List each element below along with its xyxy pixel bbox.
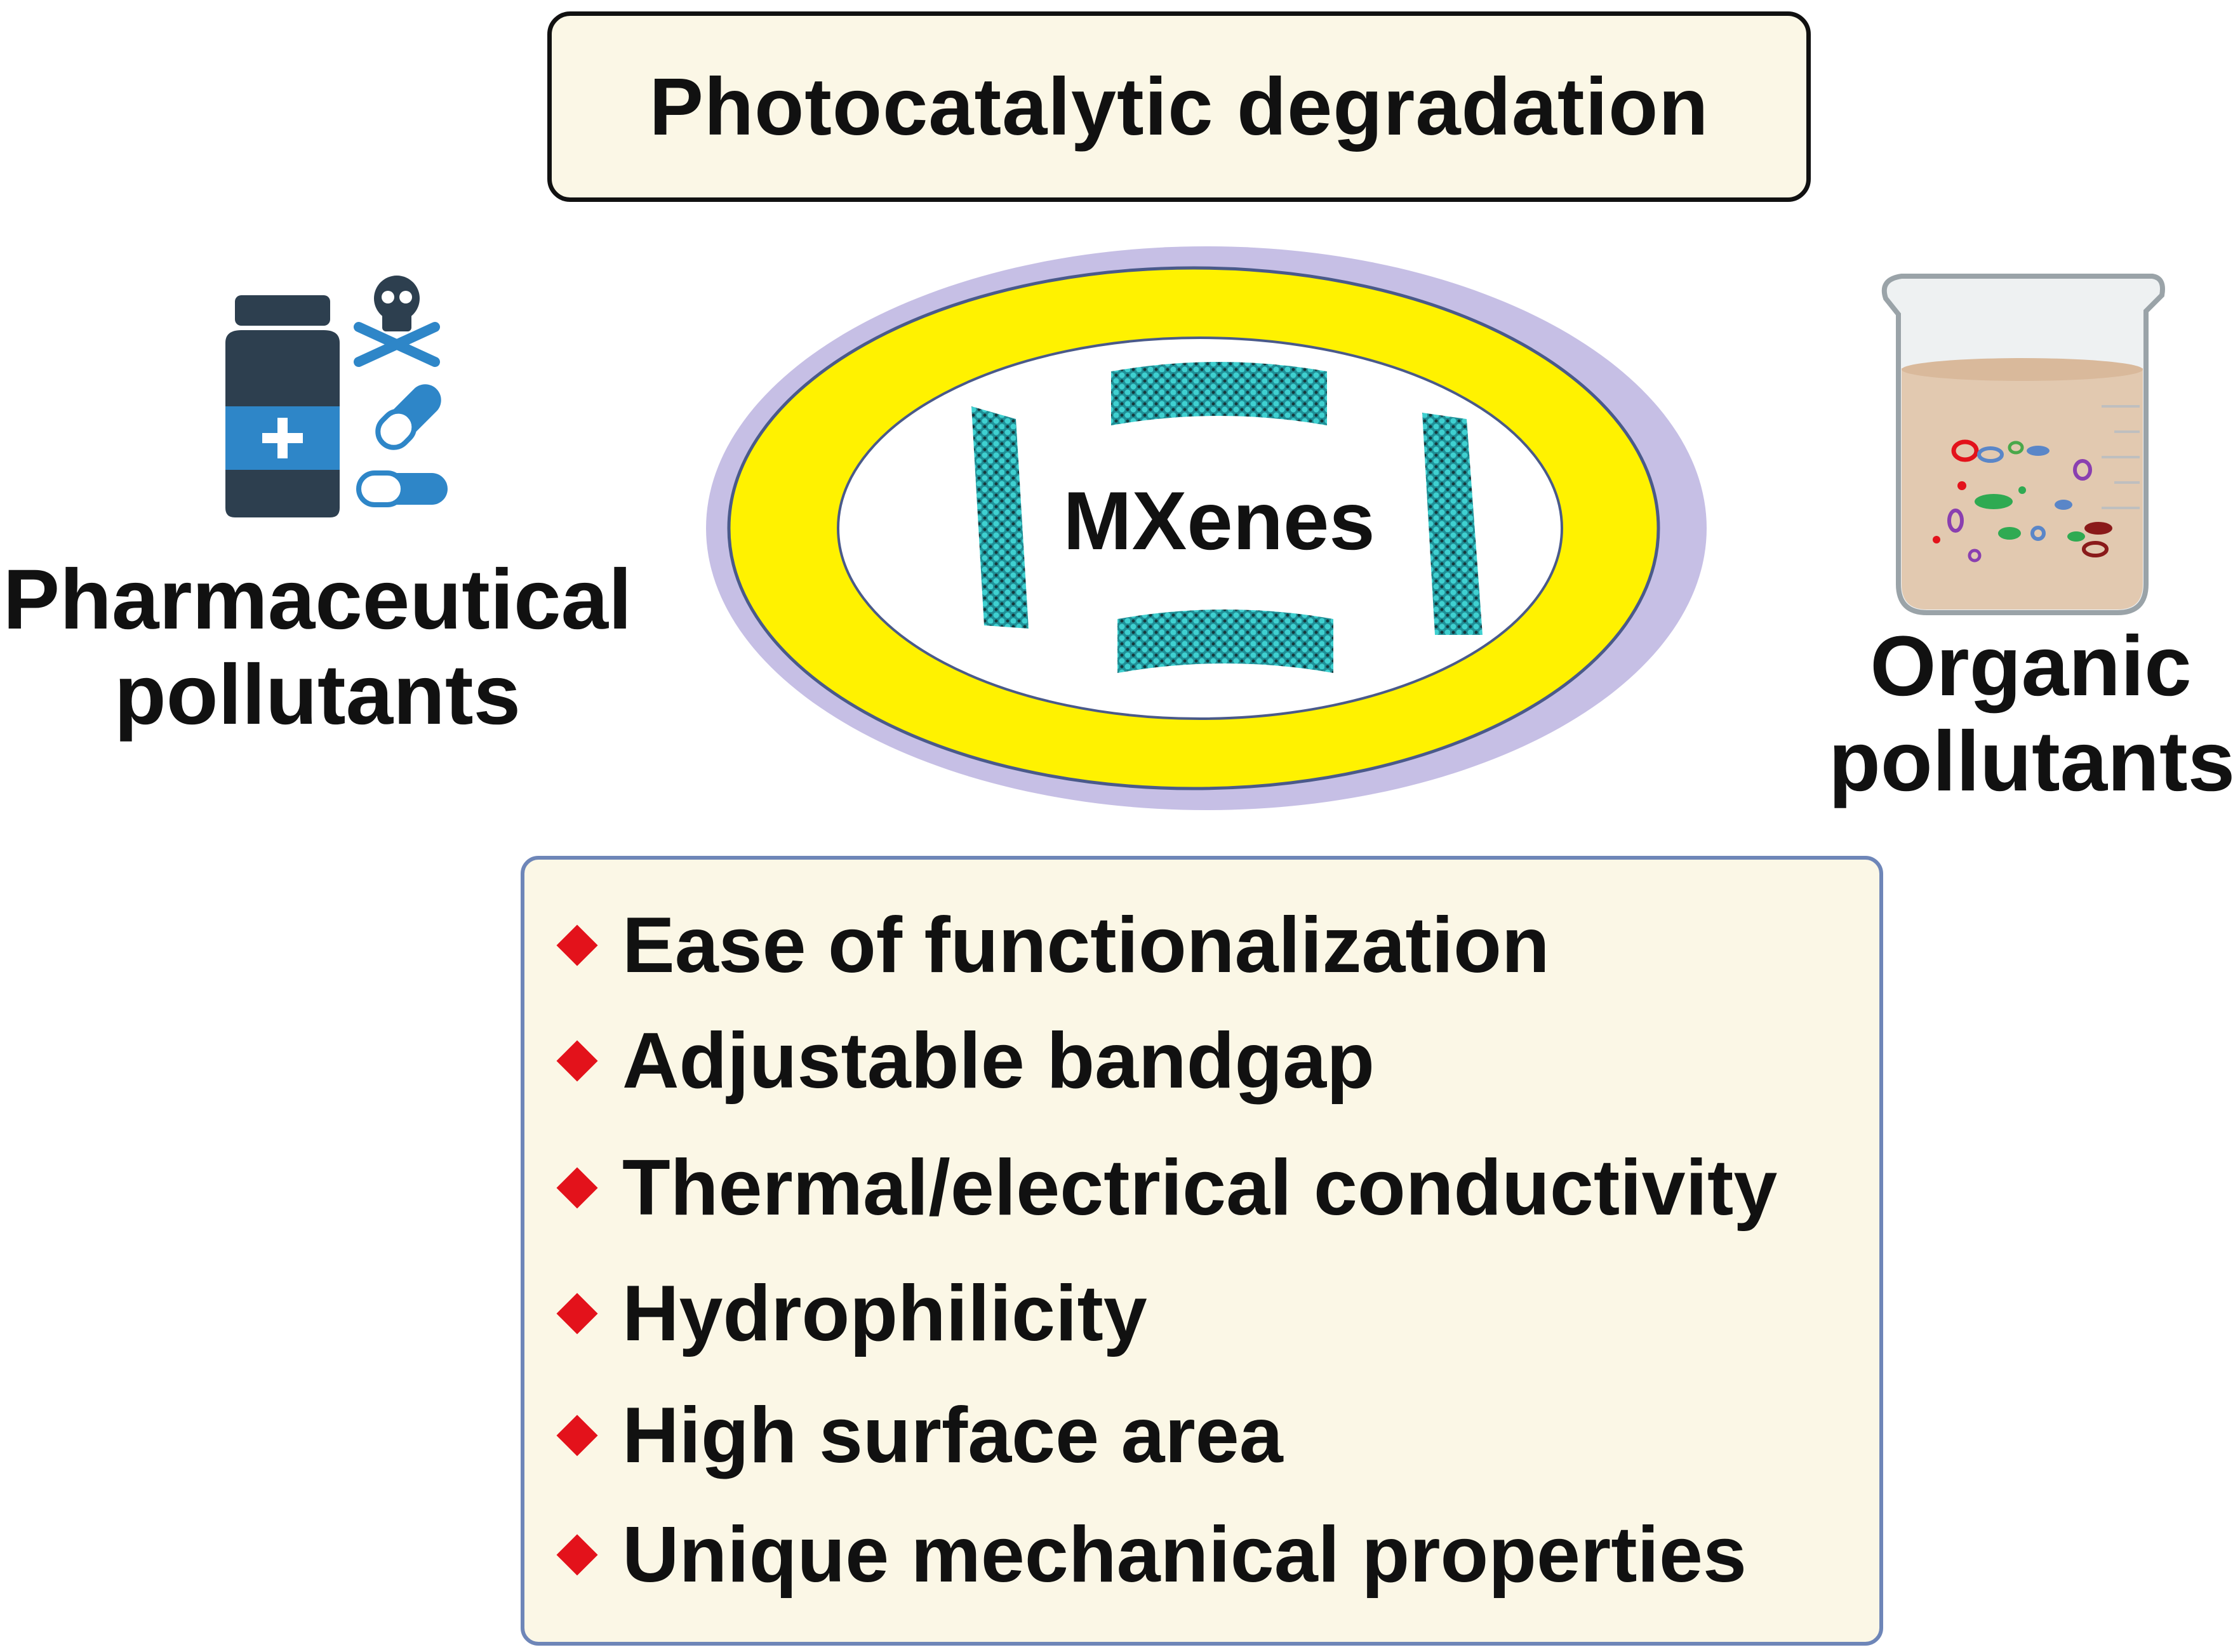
- property-item: Thermal/electrical conductivity: [556, 1134, 1778, 1242]
- property-text: Adjustable bandgap: [622, 1017, 1375, 1105]
- pill-capsule-icon: [356, 384, 448, 507]
- properties-box: Ease of functionalization Adjustable ban…: [521, 856, 1883, 1646]
- property-text: High surface area: [622, 1392, 1283, 1479]
- diagram-title: Photocatalytic degradation: [649, 61, 1709, 152]
- bullet-diamond-icon: [556, 1534, 598, 1576]
- property-text: Thermal/electrical conductivity: [622, 1144, 1778, 1232]
- mxenes-label: MXenes: [1063, 474, 1375, 567]
- property-item: Adjustable bandgap: [556, 1007, 1375, 1115]
- bullet-diamond-icon: [556, 924, 598, 966]
- medicine-bottle-icon: [225, 295, 340, 517]
- bullet-diamond-icon: [556, 1415, 598, 1456]
- organic-label-line2: pollutants: [1829, 714, 2233, 809]
- property-text: Hydrophilicity: [622, 1270, 1147, 1357]
- mxene-sheet-top: [1111, 362, 1327, 425]
- pharmaceutical-label-line1: Pharmaceutical: [3, 552, 632, 647]
- bullet-diamond-icon: [556, 1293, 598, 1335]
- title-box: Photocatalytic degradation: [547, 11, 1811, 202]
- pharmaceutical-label-line2: pollutants: [114, 648, 521, 742]
- pharmaceutical-pollutants-label: Pharmaceutical pollutants: [0, 552, 635, 743]
- skull-crossbones-icon: [354, 276, 440, 367]
- property-item: Ease of functionalization: [556, 891, 1550, 999]
- property-item: High surface area: [556, 1382, 1283, 1489]
- mxenes-ellipse: [706, 246, 1707, 810]
- property-item: Hydrophilicity: [556, 1260, 1147, 1368]
- beaker-icon: [1881, 274, 2165, 615]
- bullet-diamond-icon: [556, 1167, 598, 1209]
- organic-label-line1: Organic: [1870, 619, 2192, 714]
- mxene-sheet-bottom: [1117, 610, 1333, 673]
- property-item: Unique mechanical properties: [556, 1501, 1747, 1609]
- property-text: Ease of functionalization: [622, 902, 1550, 989]
- bullet-diamond-icon: [556, 1040, 598, 1082]
- mxene-sheet-right: [1422, 413, 1483, 635]
- pharmaceutical-icons: [225, 276, 448, 517]
- property-text: Unique mechanical properties: [622, 1511, 1747, 1599]
- mxene-sheet-left: [971, 406, 1029, 629]
- pollutant-particles: [1933, 439, 2112, 563]
- organic-pollutants-label: Organic pollutants: [1829, 619, 2233, 809]
